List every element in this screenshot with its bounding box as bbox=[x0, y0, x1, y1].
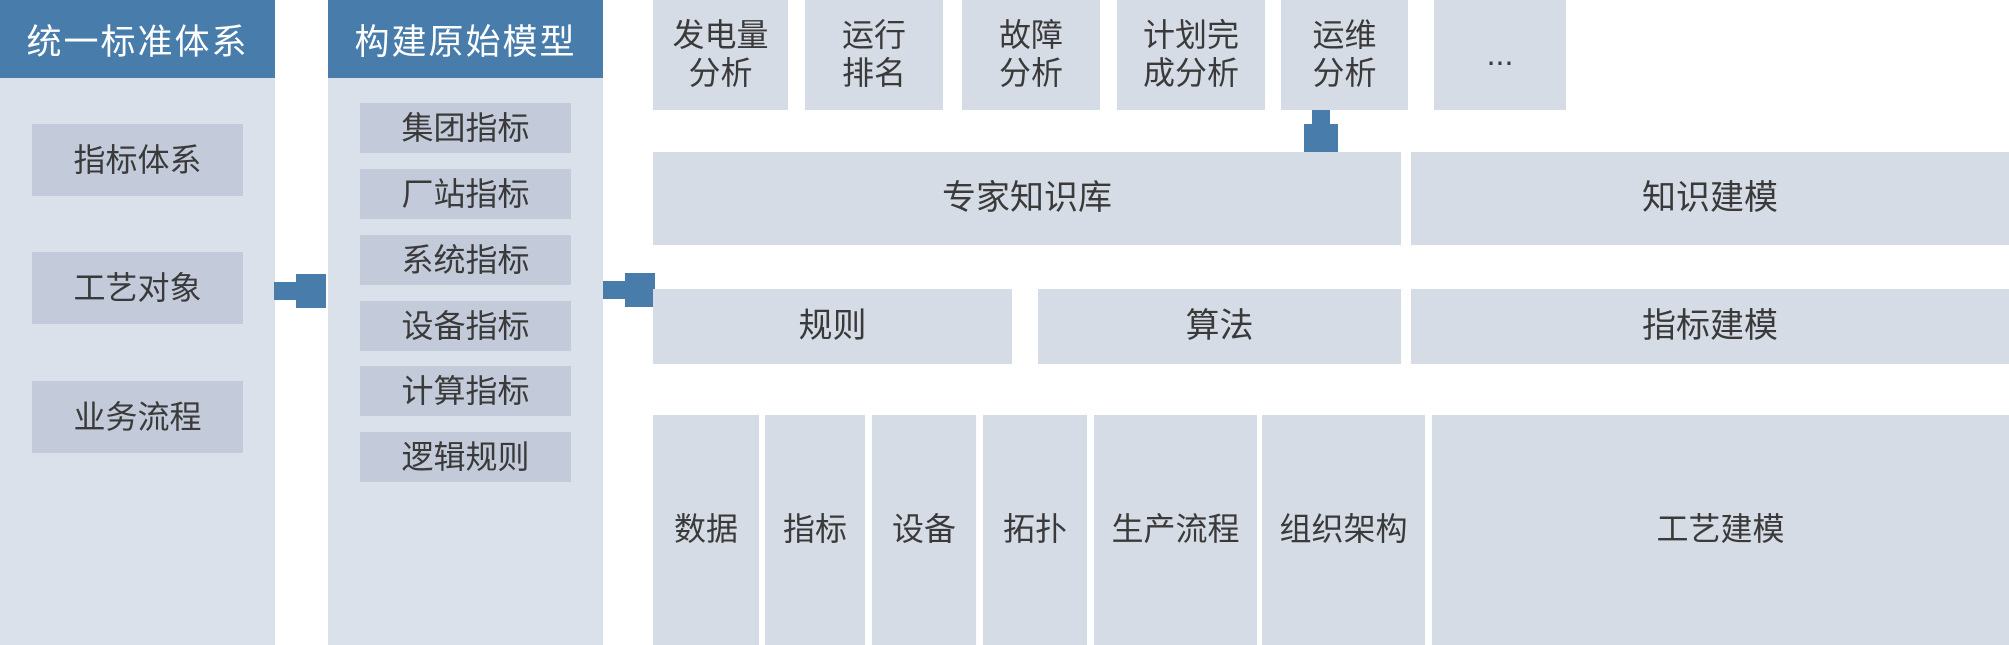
chip-model-2[interactable]: 系统指标 bbox=[360, 235, 571, 285]
tile-analysis-5[interactable]: ... bbox=[1434, 0, 1566, 110]
tile-engine-0[interactable]: 规则 bbox=[653, 289, 1012, 364]
tile-knowledge-0[interactable]: 专家知识库 bbox=[653, 152, 1401, 245]
tile-analysis-4[interactable]: 运维 分析 bbox=[1281, 0, 1408, 110]
tile-foundation-0[interactable]: 数据 bbox=[653, 415, 759, 645]
panel-standard-system-header: 统一标准体系 bbox=[0, 0, 275, 78]
chip-model-4[interactable]: 计算指标 bbox=[360, 366, 571, 416]
connector-head bbox=[625, 273, 655, 307]
tile-foundation-4[interactable]: 生产流程 bbox=[1094, 415, 1257, 645]
panel-build-model: 构建原始模型 集团指标 厂站指标 系统指标 设备指标 计算指标 逻辑规则 bbox=[328, 0, 603, 645]
tile-foundation-1[interactable]: 指标 bbox=[765, 415, 865, 645]
chip-model-3[interactable]: 设备指标 bbox=[360, 301, 571, 351]
connector-standard-to-model-icon bbox=[274, 274, 326, 308]
chip-standard-0[interactable]: 指标体系 bbox=[32, 124, 243, 196]
chip-model-1[interactable]: 厂站指标 bbox=[360, 169, 571, 219]
tile-analysis-0[interactable]: 发电量 分析 bbox=[653, 0, 788, 110]
tile-foundation-5[interactable]: 组织架构 bbox=[1262, 415, 1425, 645]
connector-head bbox=[1304, 124, 1338, 152]
tile-analysis-3[interactable]: 计划完 成分析 bbox=[1117, 0, 1265, 110]
chip-standard-1[interactable]: 工艺对象 bbox=[32, 252, 243, 324]
chip-model-5[interactable]: 逻辑规则 bbox=[360, 432, 571, 482]
chip-standard-2[interactable]: 业务流程 bbox=[32, 381, 243, 453]
tile-knowledge-1[interactable]: 知识建模 bbox=[1411, 152, 2009, 245]
tile-analysis-1[interactable]: 运行 排名 bbox=[805, 0, 943, 110]
connector-fault-analysis-to-knowledge-icon bbox=[1304, 110, 1338, 152]
panel-build-model-header: 构建原始模型 bbox=[328, 0, 603, 78]
tile-engine-2[interactable]: 指标建模 bbox=[1411, 289, 2009, 364]
tile-foundation-2[interactable]: 设备 bbox=[872, 415, 976, 645]
chip-model-0[interactable]: 集团指标 bbox=[360, 103, 571, 153]
tile-engine-1[interactable]: 算法 bbox=[1038, 289, 1401, 364]
connector-head bbox=[296, 274, 326, 308]
connector-model-to-engine-icon bbox=[603, 273, 655, 307]
tile-foundation-6[interactable]: 工艺建模 bbox=[1432, 415, 2009, 645]
tile-foundation-3[interactable]: 拓扑 bbox=[983, 415, 1087, 645]
tile-analysis-2[interactable]: 故障 分析 bbox=[962, 0, 1100, 110]
panel-standard-system: 统一标准体系 指标体系 工艺对象 业务流程 bbox=[0, 0, 275, 645]
